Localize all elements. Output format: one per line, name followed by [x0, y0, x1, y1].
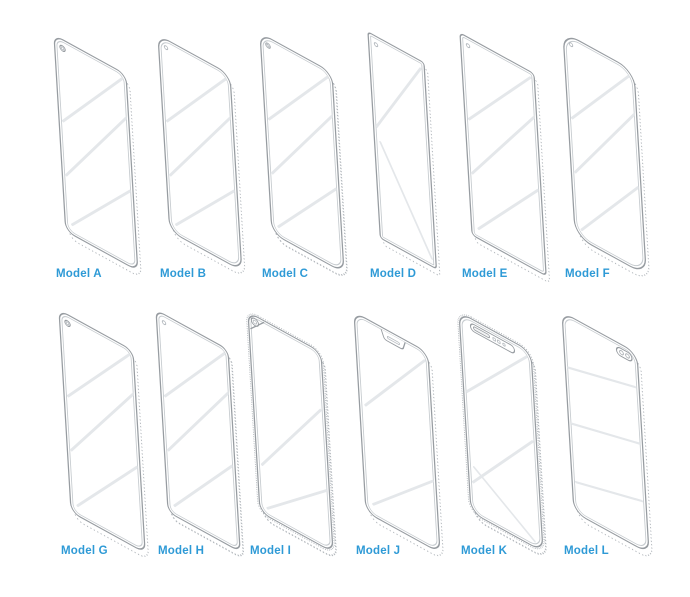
camera-cutout — [465, 43, 471, 49]
camera-cutout — [265, 42, 271, 49]
phone-drawing — [155, 312, 244, 557]
camera-cutout — [163, 45, 169, 51]
camera-cutout — [373, 42, 379, 48]
screen-reflections — [364, 359, 434, 506]
phone-model-cell — [458, 31, 557, 288]
screen-reflections — [260, 408, 328, 510]
phone-drawing — [367, 32, 441, 276]
camera-cutout — [250, 317, 265, 330]
phone-drawing — [353, 315, 444, 557]
phone-label: Model D — [370, 268, 417, 280]
phone-model-cell — [258, 31, 354, 285]
camera-cutout — [568, 42, 574, 48]
screen-reflections — [163, 352, 234, 508]
phone-label: Model K — [461, 545, 508, 557]
phone-model-cell — [154, 308, 251, 564]
camera-cutout — [59, 44, 66, 53]
phone-drawing — [260, 37, 348, 276]
camera-cutout — [380, 329, 406, 350]
phone-model-cell — [156, 33, 252, 283]
phone-drawing — [459, 33, 550, 282]
screen-reflections — [570, 73, 640, 232]
phone-drawing — [457, 314, 547, 555]
screen-reflections — [375, 67, 433, 260]
phone-drawing — [53, 37, 142, 275]
phone-model-cell — [366, 30, 447, 281]
phone-model-cell — [561, 30, 657, 288]
phone-label: Model G — [61, 545, 108, 557]
phone-label: Model E — [462, 268, 508, 280]
phone-model-cell — [57, 308, 156, 565]
phone-drawing — [562, 316, 653, 557]
phone-model-cell — [352, 310, 450, 565]
phone-drawing — [58, 312, 149, 557]
phone-drawing — [563, 37, 650, 277]
screen-reflections — [465, 355, 536, 543]
phone-label: Model B — [160, 268, 207, 280]
camera-cutout — [469, 323, 516, 354]
phone-label: Model I — [250, 545, 292, 557]
camera-cutout — [64, 319, 71, 328]
screen-reflections — [61, 77, 132, 227]
phone-label: Model F — [565, 268, 610, 280]
screen-reflections — [165, 77, 236, 227]
phone-label: Model L — [564, 545, 609, 557]
phone-label: Model H — [158, 545, 205, 557]
phone-model-cell — [560, 310, 659, 566]
phone-drawing — [246, 313, 337, 557]
camera-cutout — [161, 320, 167, 326]
phone-label: Model J — [356, 545, 401, 557]
screen-reflections — [66, 353, 139, 508]
phone-label: Model A — [56, 268, 102, 280]
phone-model-cell — [457, 310, 553, 564]
phone-model-cell — [52, 33, 148, 283]
camera-cutout — [615, 346, 633, 362]
screen-reflections — [267, 75, 338, 229]
phone-label: Model C — [262, 268, 309, 280]
phone-model-cell — [246, 310, 343, 565]
screen-reflections — [467, 76, 540, 231]
phone-drawing — [158, 39, 246, 274]
